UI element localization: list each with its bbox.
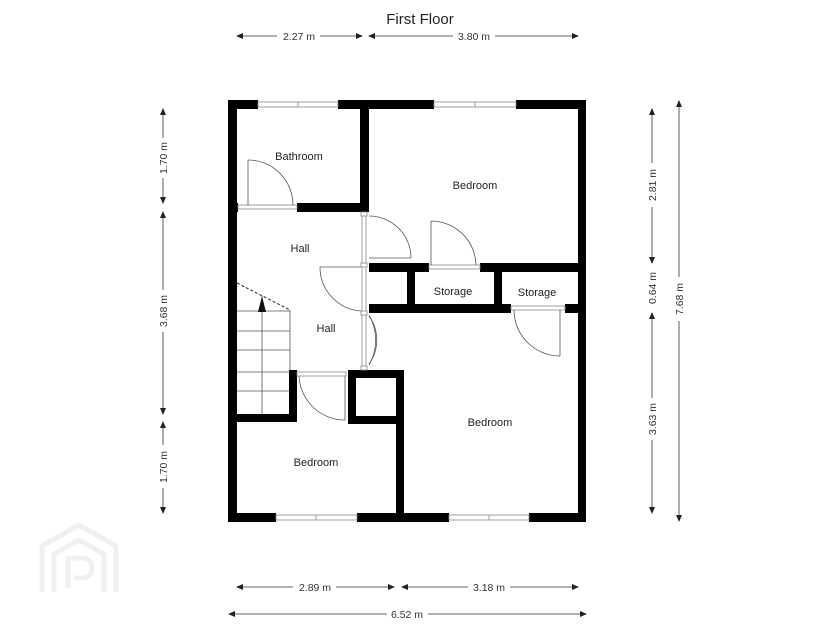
dim-top-1: 2.27 m [283, 31, 315, 43]
room-label-storage-left: Storage [434, 286, 473, 298]
dim-left-2: 3.68 m [158, 295, 170, 327]
room-label-hall-lower: Hall [317, 323, 336, 335]
dim-bottom-total: 6.52 m [391, 609, 423, 621]
doors [237, 159, 566, 421]
stairs [236, 282, 291, 414]
room-label-bathroom: Bathroom [275, 151, 323, 163]
dimension-right: 2.81 m 0.64 m 3.63 m 7.68 m [647, 100, 686, 522]
room-label-bedroom-top: Bedroom [453, 180, 498, 192]
hall-partition [360, 211, 368, 371]
room-label-storage-right: Storage [518, 287, 557, 299]
dim-bottom-1: 2.89 m [299, 582, 331, 594]
dim-left-1: 1.70 m [158, 142, 170, 174]
dim-right-3: 3.63 m [647, 403, 659, 435]
windows [257, 101, 530, 521]
room-label-bedroom-bottom-left: Bedroom [294, 457, 339, 469]
dim-right-1: 2.81 m [647, 169, 659, 201]
dim-right-2: 0.64 m [647, 272, 659, 304]
dimension-left: 1.70 m 3.68 m 1.70 m [158, 108, 170, 514]
floor-title: First Floor [386, 11, 454, 28]
dim-top-2: 3.80 m [458, 31, 490, 43]
dimension-top: 2.27 m 3.80 m [236, 31, 579, 43]
dim-right-total: 7.68 m [674, 283, 686, 315]
interior-walls [228, 100, 586, 522]
dim-left-3: 1.70 m [158, 451, 170, 483]
dim-bottom-2: 3.18 m [473, 582, 505, 594]
room-label-bedroom-bottom-right: Bedroom [468, 417, 513, 429]
property-logo-icon [39, 522, 119, 592]
arrow-up-icon [258, 296, 266, 312]
dimension-bottom: 2.89 m 3.18 m 6.52 m [228, 582, 587, 621]
room-label-hall-upper: Hall [291, 243, 310, 255]
